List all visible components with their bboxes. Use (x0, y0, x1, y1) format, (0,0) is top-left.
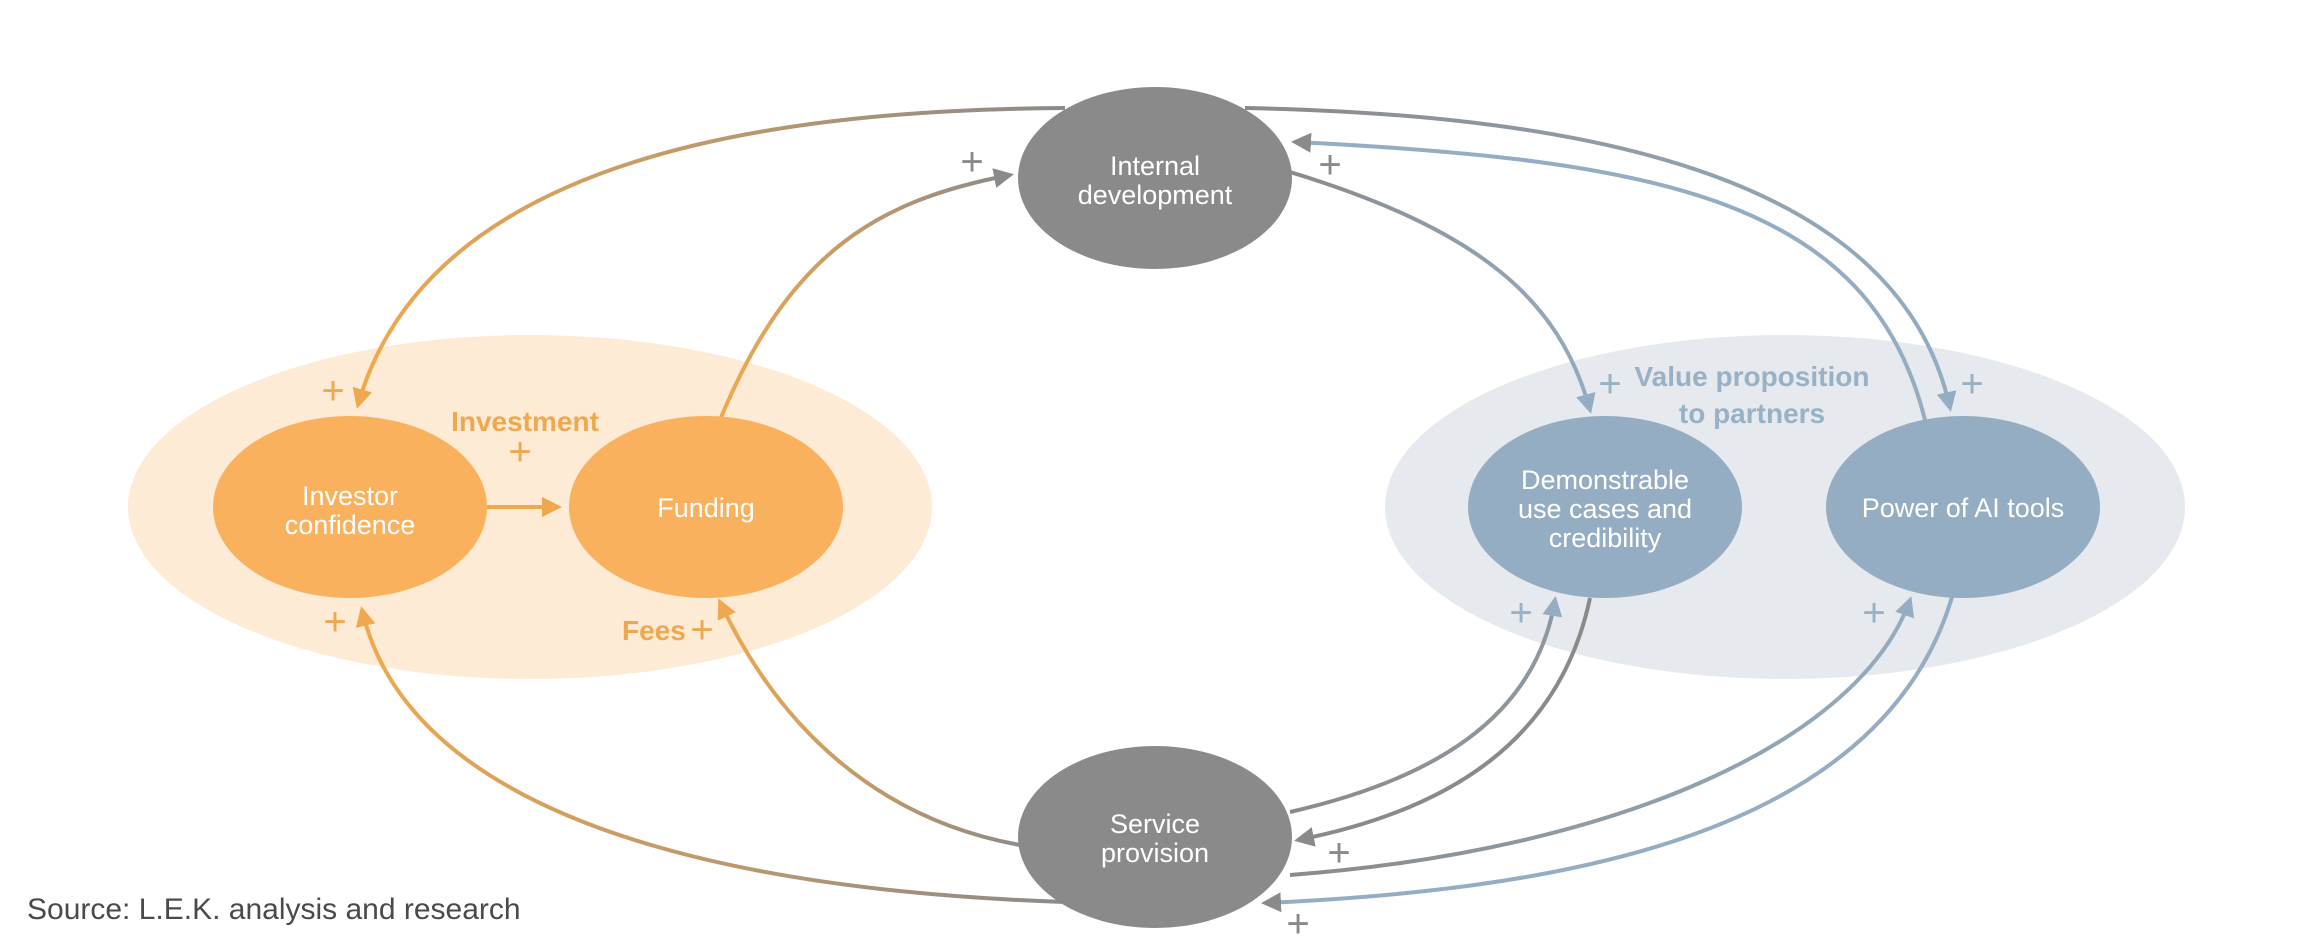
edge-internal-to-investor (352, 106, 1066, 409)
label-service-provision-2: provision (1101, 838, 1209, 868)
plus-sign: + (1960, 362, 1983, 406)
label-demonstrable-1: Demonstrable (1521, 465, 1689, 495)
label-investor-confidence-1: Investor (302, 481, 398, 511)
label-investor-confidence-2: confidence (285, 510, 416, 540)
plus-sign: + (1509, 591, 1532, 635)
plus-sign: + (1286, 902, 1309, 946)
edge-service-to-investor (355, 606, 1066, 904)
edge-internal-to-power (1244, 106, 1957, 412)
edge-power-to-service (1261, 596, 1954, 913)
edge-funding-to-internal (718, 168, 1014, 421)
plus-sign: + (323, 600, 346, 644)
label-investment: Investment (451, 406, 599, 437)
plus-sign: + (508, 430, 531, 474)
node-power-of-ai-tools (1826, 416, 2100, 598)
node-service-provision (1018, 746, 1292, 928)
node-demonstrable-use-cases (1468, 416, 1742, 598)
node-internal-development (1018, 87, 1292, 269)
plus-sign: + (1327, 831, 1350, 875)
edge-service-to-demonstrable (1289, 596, 1563, 814)
label-demonstrable-2: use cases and (1518, 494, 1692, 524)
label-value-proposition-1: Value proposition (1635, 361, 1870, 392)
plus-sign: + (1318, 143, 1341, 187)
edge-power-to-internal (1291, 132, 1927, 421)
label-funding: Funding (657, 493, 755, 523)
plus-sign: + (690, 608, 713, 652)
edge-demonstrable-to-service (1294, 597, 1592, 847)
edge-service-to-power (1289, 596, 1915, 877)
plus-sign: + (960, 140, 983, 184)
label-fees: Fees (622, 615, 686, 646)
edge-internal-to-demonstrable (1289, 170, 1596, 414)
edge-service-to-funding (717, 598, 1021, 847)
plus-sign: + (1862, 591, 1885, 635)
node-investor-confidence (213, 416, 487, 598)
label-internal-development-1: Internal (1110, 151, 1200, 181)
plus-sign: + (321, 369, 344, 413)
plus-sign: + (1598, 362, 1621, 406)
label-power-of-ai-tools: Power of AI tools (1862, 493, 2065, 523)
label-internal-development-2: development (1078, 180, 1233, 210)
label-demonstrable-3: credibility (1549, 523, 1662, 553)
node-funding (569, 416, 843, 598)
source-note: Source: L.E.K. analysis and research (27, 893, 521, 926)
label-service-provision-1: Service (1110, 809, 1200, 839)
label-value-proposition-2: to partners (1679, 398, 1825, 429)
